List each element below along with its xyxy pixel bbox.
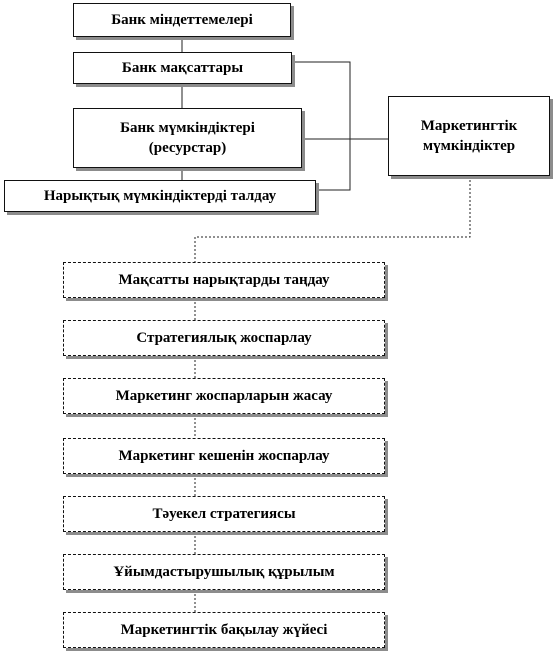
box-marketing-opportunities-line2: мүмкіндіктер [422,138,516,154]
step-label: Ұйымдастырушылық құрылым [113,563,335,580]
box-bank-missions: Банк міндеттемелері [73,3,291,37]
step-marketing-mix: Маркетинг кешенін жоспарлау [63,438,385,474]
box-bank-capabilities-line2: (ресурстар) [148,140,227,156]
link-opportunities-steps [194,176,471,262]
box-bank-goals-label: Банк мақсаттары [121,59,244,76]
bracket-goals-analysis [292,61,351,191]
box-bank-capabilities: Банк мүмкіндіктері (ресурстар) [73,108,302,168]
step-strategic-planning: Стратегиялық жоспарлау [63,320,385,356]
step-organizational-structure: Ұйымдастырушылық құрылым [63,554,385,590]
step-label: Стратегиялық жоспарлау [136,329,312,346]
step-target-markets: Мақсатты нарықтарды таңдау [63,262,385,298]
step-risk-strategy: Тәуекел стратегиясы [63,496,385,532]
box-market-analysis-label: Нарықтық мүмкіндіктерді талдау [43,187,277,204]
box-market-analysis: Нарықтық мүмкіндіктерді талдау [4,180,316,212]
box-bank-capabilities-line1: Банк мүмкіндіктері [120,119,255,136]
box-marketing-opportunities-line1: Маркетингтік [420,117,518,134]
step-marketing-control: Маркетингтік бақылау жүйесі [63,612,385,648]
step-marketing-plans: Маркетинг жоспарларын жасау [63,378,385,414]
step-label: Тәуекел стратегиясы [152,505,296,522]
box-bank-missions-label: Банк міндеттемелері [111,11,253,28]
step-label: Маркетинг жоспарларын жасау [115,387,333,404]
step-label: Маркетинг кешенін жоспарлау [118,447,330,464]
box-bank-goals: Банк мақсаттары [73,52,292,84]
step-label: Мақсатты нарықтарды таңдау [118,271,330,288]
step-label: Маркетингтік бақылау жүйесі [120,621,328,638]
box-marketing-opportunities: Маркетингтік мүмкіндіктер [388,96,550,176]
